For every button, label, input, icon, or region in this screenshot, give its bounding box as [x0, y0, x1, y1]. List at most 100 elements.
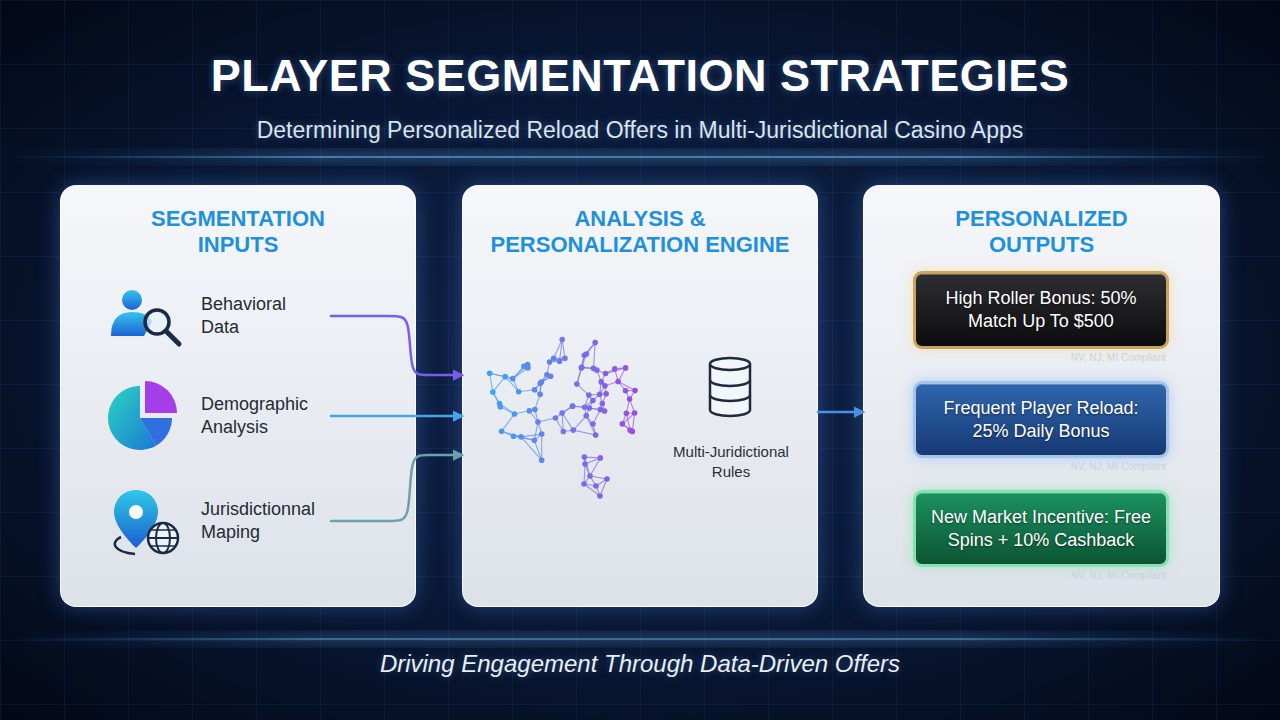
- brain-link: [505, 377, 519, 392]
- brain-link: [577, 367, 582, 384]
- brain-link: [593, 368, 596, 370]
- globe-meridian: [156, 523, 170, 553]
- brain-link: [513, 366, 524, 378]
- brain-neuron: [499, 429, 505, 435]
- brain-neuron: [510, 376, 516, 382]
- brain-link: [622, 424, 630, 430]
- brain-neuron: [598, 407, 604, 413]
- database-icon: [710, 358, 750, 416]
- brain-neuron: [579, 365, 585, 371]
- input-item: Demographic Analysis: [96, 381, 331, 451]
- brain-link: [593, 394, 600, 400]
- brain-link: [597, 370, 601, 382]
- brain-link: [521, 437, 542, 460]
- brain-link: [593, 424, 596, 435]
- brain-link: [622, 413, 634, 424]
- brain-link: [562, 413, 563, 431]
- brain-link: [535, 390, 541, 395]
- brain-link: [535, 394, 540, 409]
- brain-link: [589, 401, 593, 409]
- brain-neuron: [592, 340, 598, 346]
- brain-link: [560, 358, 565, 361]
- brain-link: [550, 361, 560, 363]
- brain-link: [585, 464, 590, 476]
- brain-link: [524, 364, 528, 366]
- brain-link: [584, 484, 596, 486]
- brain-link: [585, 458, 600, 464]
- brain-link: [590, 458, 600, 476]
- panel-heading: PERSONALIZED OUTPUTS: [937, 206, 1147, 259]
- brain-neuron: [532, 407, 538, 413]
- brain-neuron: [602, 408, 608, 414]
- brain-neuron: [590, 421, 596, 427]
- brain-neuron: [586, 392, 592, 398]
- brain-link: [513, 379, 519, 392]
- brain-link: [573, 406, 585, 407]
- brain-link: [490, 373, 493, 392]
- brain-link: [540, 383, 541, 394]
- brain-neuron: [594, 367, 600, 373]
- stage-panel: SEGMENTATION INPUTSBehavioral DataDemogr…: [60, 185, 416, 607]
- brain-link: [584, 354, 586, 355]
- brain-link: [606, 369, 615, 374]
- brain-link: [519, 390, 535, 392]
- brain-link: [547, 362, 550, 375]
- brain-link: [584, 464, 585, 484]
- light-glow: [0, 632, 1280, 646]
- compliance-note: NV, NJ, MI Compliant: [1071, 461, 1166, 472]
- brain-neuron: [591, 366, 597, 372]
- brain-link: [589, 395, 593, 400]
- brain-network: [487, 337, 638, 499]
- brain-link: [560, 340, 563, 362]
- brain-link: [626, 390, 635, 391]
- brain-link: [630, 391, 635, 400]
- brain-link: [626, 391, 630, 399]
- brain-link: [600, 393, 607, 395]
- brain-link: [597, 370, 606, 373]
- brain-link: [521, 437, 534, 440]
- brain-link: [589, 408, 604, 411]
- brain-neuron: [582, 352, 588, 358]
- brain-neuron: [557, 358, 563, 364]
- compliance-note: NV, NJ, MI Compliant: [1071, 570, 1166, 581]
- brain-link: [573, 416, 586, 430]
- magnifier-handle: [166, 331, 179, 344]
- brain-link: [538, 418, 555, 422]
- caption: Driving Engagement Through Data-Driven O…: [0, 650, 1280, 678]
- panel-heading: SEGMENTATION INPUTS: [133, 206, 343, 259]
- brain-link: [493, 392, 500, 407]
- brain-link: [581, 367, 583, 368]
- brain-link: [584, 457, 600, 459]
- brain-link: [529, 409, 535, 410]
- brain-link: [527, 364, 528, 368]
- brain-neuron: [511, 433, 517, 439]
- brain-neuron: [584, 351, 590, 357]
- brain-link: [490, 373, 506, 376]
- brain-neuron: [502, 374, 508, 380]
- brain-link: [573, 406, 585, 407]
- brain-neuron: [551, 355, 557, 361]
- brain-link: [540, 375, 547, 383]
- brain-neuron: [559, 337, 565, 343]
- brain-link: [502, 431, 521, 437]
- subtitle: Determining Personalized Reload Offers i…: [0, 117, 1280, 144]
- brain-link: [584, 484, 600, 496]
- input-item: Jurisdictionnal Maping: [96, 486, 331, 556]
- brain-link: [513, 436, 521, 438]
- brain-neuron: [582, 454, 588, 460]
- person-body: [111, 312, 152, 336]
- pin-base: [115, 537, 135, 554]
- brain-link: [540, 382, 541, 383]
- brain-link: [541, 376, 550, 382]
- brain-link: [550, 358, 554, 362]
- brain-link: [584, 457, 586, 464]
- brain-neuron: [570, 403, 576, 409]
- brain-neuron: [620, 421, 626, 427]
- brain-neuron: [615, 379, 621, 385]
- globe-latitude: [151, 545, 175, 547]
- brain-neuron: [539, 431, 545, 437]
- pin-hole: [129, 505, 143, 519]
- pie-icon: [108, 381, 177, 450]
- brain-link: [600, 410, 604, 411]
